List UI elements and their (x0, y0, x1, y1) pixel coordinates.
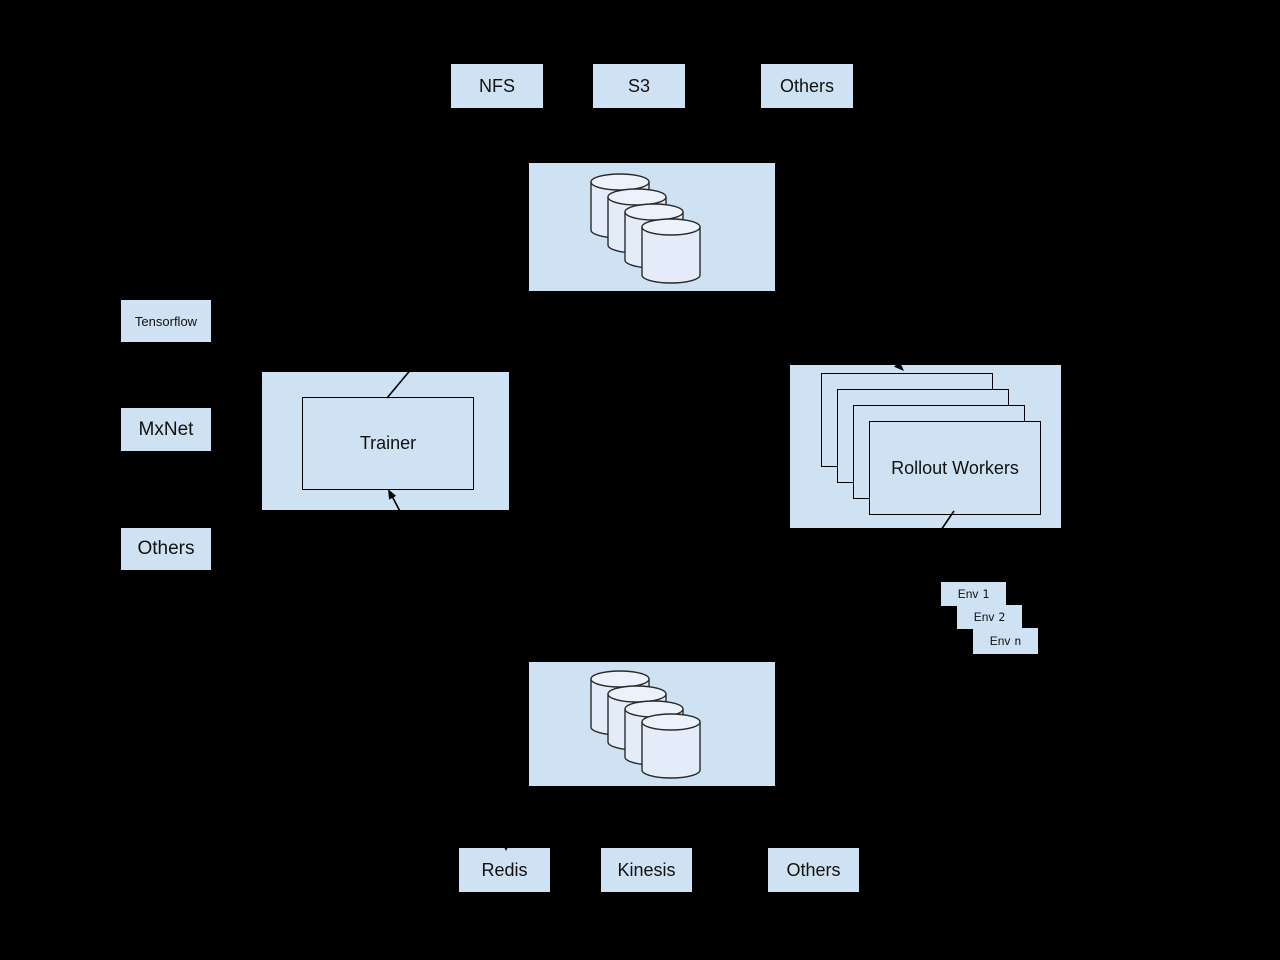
node-tensorflow: Tensorflow (121, 300, 211, 342)
database-cylinders-icon (590, 670, 701, 779)
database-cluster-bottom (529, 662, 775, 786)
env-label: Env (989, 634, 1011, 648)
database-cylinders-icon (590, 173, 701, 284)
database-cluster-top (529, 163, 775, 291)
node-others-frameworks: Others (121, 528, 211, 570)
env-index: 1 (982, 587, 990, 601)
node-s3: S3 (593, 64, 685, 108)
rollout-workers-node: Rollout Workers (869, 421, 1041, 515)
node-kinesis: Kinesis (601, 848, 692, 892)
node-nfs: NFS (451, 64, 543, 108)
env-index: 2 (998, 610, 1006, 624)
node-mxnet: MxNet (121, 408, 211, 451)
env-index: n (1014, 634, 1022, 648)
node-redis: Redis (459, 848, 550, 892)
storage-to-rollout-arrow-line (877, 344, 900, 367)
node-others-storage: Others (761, 64, 853, 108)
trainer-node: Trainer (302, 397, 474, 490)
env-label: Env (973, 610, 995, 624)
env-label: Env (957, 587, 979, 601)
node-others-buffer: Others (768, 848, 859, 892)
